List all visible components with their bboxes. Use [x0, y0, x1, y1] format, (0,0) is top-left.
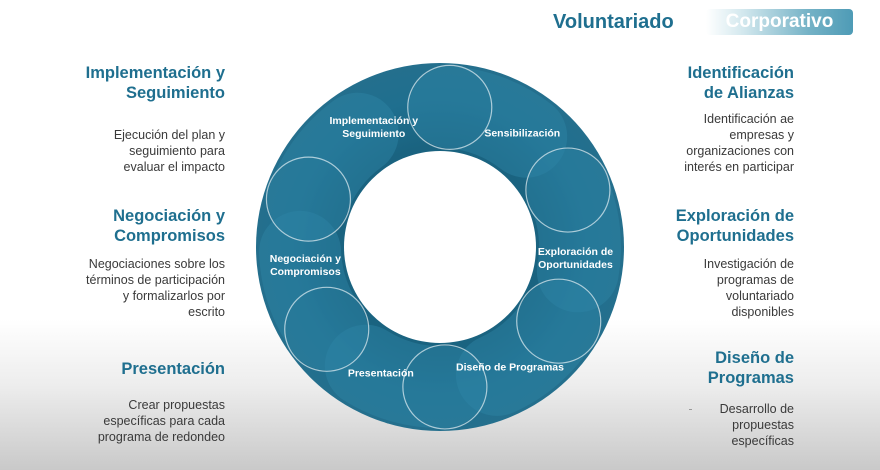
left-block-title: Negociación y Compromisos — [113, 207, 225, 245]
segment-shape — [267, 92, 399, 241]
segment-label-implementacion: Implementación y Seguimiento — [329, 115, 419, 141]
segment-divider — [525, 147, 611, 233]
title-badge: Corporativo — [706, 9, 853, 35]
header: Voluntariado Corporativo — [553, 9, 853, 35]
right-block-title: Identificación de Alianzas — [687, 64, 794, 102]
left-block-desc: Negociaciones sobre los términos de part… — [86, 257, 225, 319]
ring-hole — [344, 151, 536, 343]
segment-divider — [516, 278, 602, 364]
page-title: Voluntariado — [553, 11, 674, 33]
segment-shape — [455, 280, 600, 416]
segment-label-negociacion: Negociación y Compromisos — [269, 253, 341, 279]
segment-divider — [407, 64, 493, 150]
left-block-desc: Crear propuestas específicas para cada p… — [97, 398, 225, 444]
right-block-diseno: Diseño de Programas Desarrollo de propue… — [574, 348, 794, 449]
right-block-exploracion: Exploración de Oportunidades Investigaci… — [574, 206, 794, 320]
segment-label-sensibilizacion: Sensibilización — [484, 127, 561, 140]
right-block-desc: Investigación de programas de voluntaria… — [703, 257, 794, 319]
right-block-desc: Desarrollo de propuestas específicas — [719, 402, 794, 448]
segment-divider — [284, 286, 370, 372]
segment-shapes — [259, 64, 621, 430]
right-block-identificacion: Identificación de Alianzas Identificació… — [574, 63, 794, 175]
segment-shape — [408, 66, 568, 178]
left-block-title: Presentación — [121, 360, 225, 378]
left-block-negociacion: Negociación y Compromisos Negociaciones … — [5, 206, 225, 320]
cycle-ring — [256, 63, 624, 431]
segment-label-exploracion: Exploración de Oportunidades — [537, 246, 614, 272]
left-block-implementacion: Implementación y Seguimiento Ejecución d… — [5, 63, 225, 175]
segment-label-presentacion: Presentación — [347, 367, 414, 380]
left-block-desc: Ejecución del plan y seguimiento para ev… — [113, 128, 225, 174]
segment-shape — [526, 149, 621, 313]
segment-shape — [324, 324, 486, 428]
segment-divider — [265, 156, 352, 242]
left-block-title: Implementación y Seguimiento — [85, 64, 225, 102]
bullet-dot — [689, 409, 692, 410]
right-block-desc: Identificación ae empresas y organizacio… — [684, 112, 794, 174]
right-block-title: Diseño de Programas — [707, 349, 794, 387]
segment-label-diseno: Diseño de Programas — [456, 361, 564, 374]
left-block-presentacion: Presentación Crear propuestas específica… — [5, 359, 225, 445]
segment-shape — [259, 210, 368, 371]
segment-divider — [402, 344, 488, 430]
right-block-title: Exploración de Oportunidades — [675, 207, 794, 245]
